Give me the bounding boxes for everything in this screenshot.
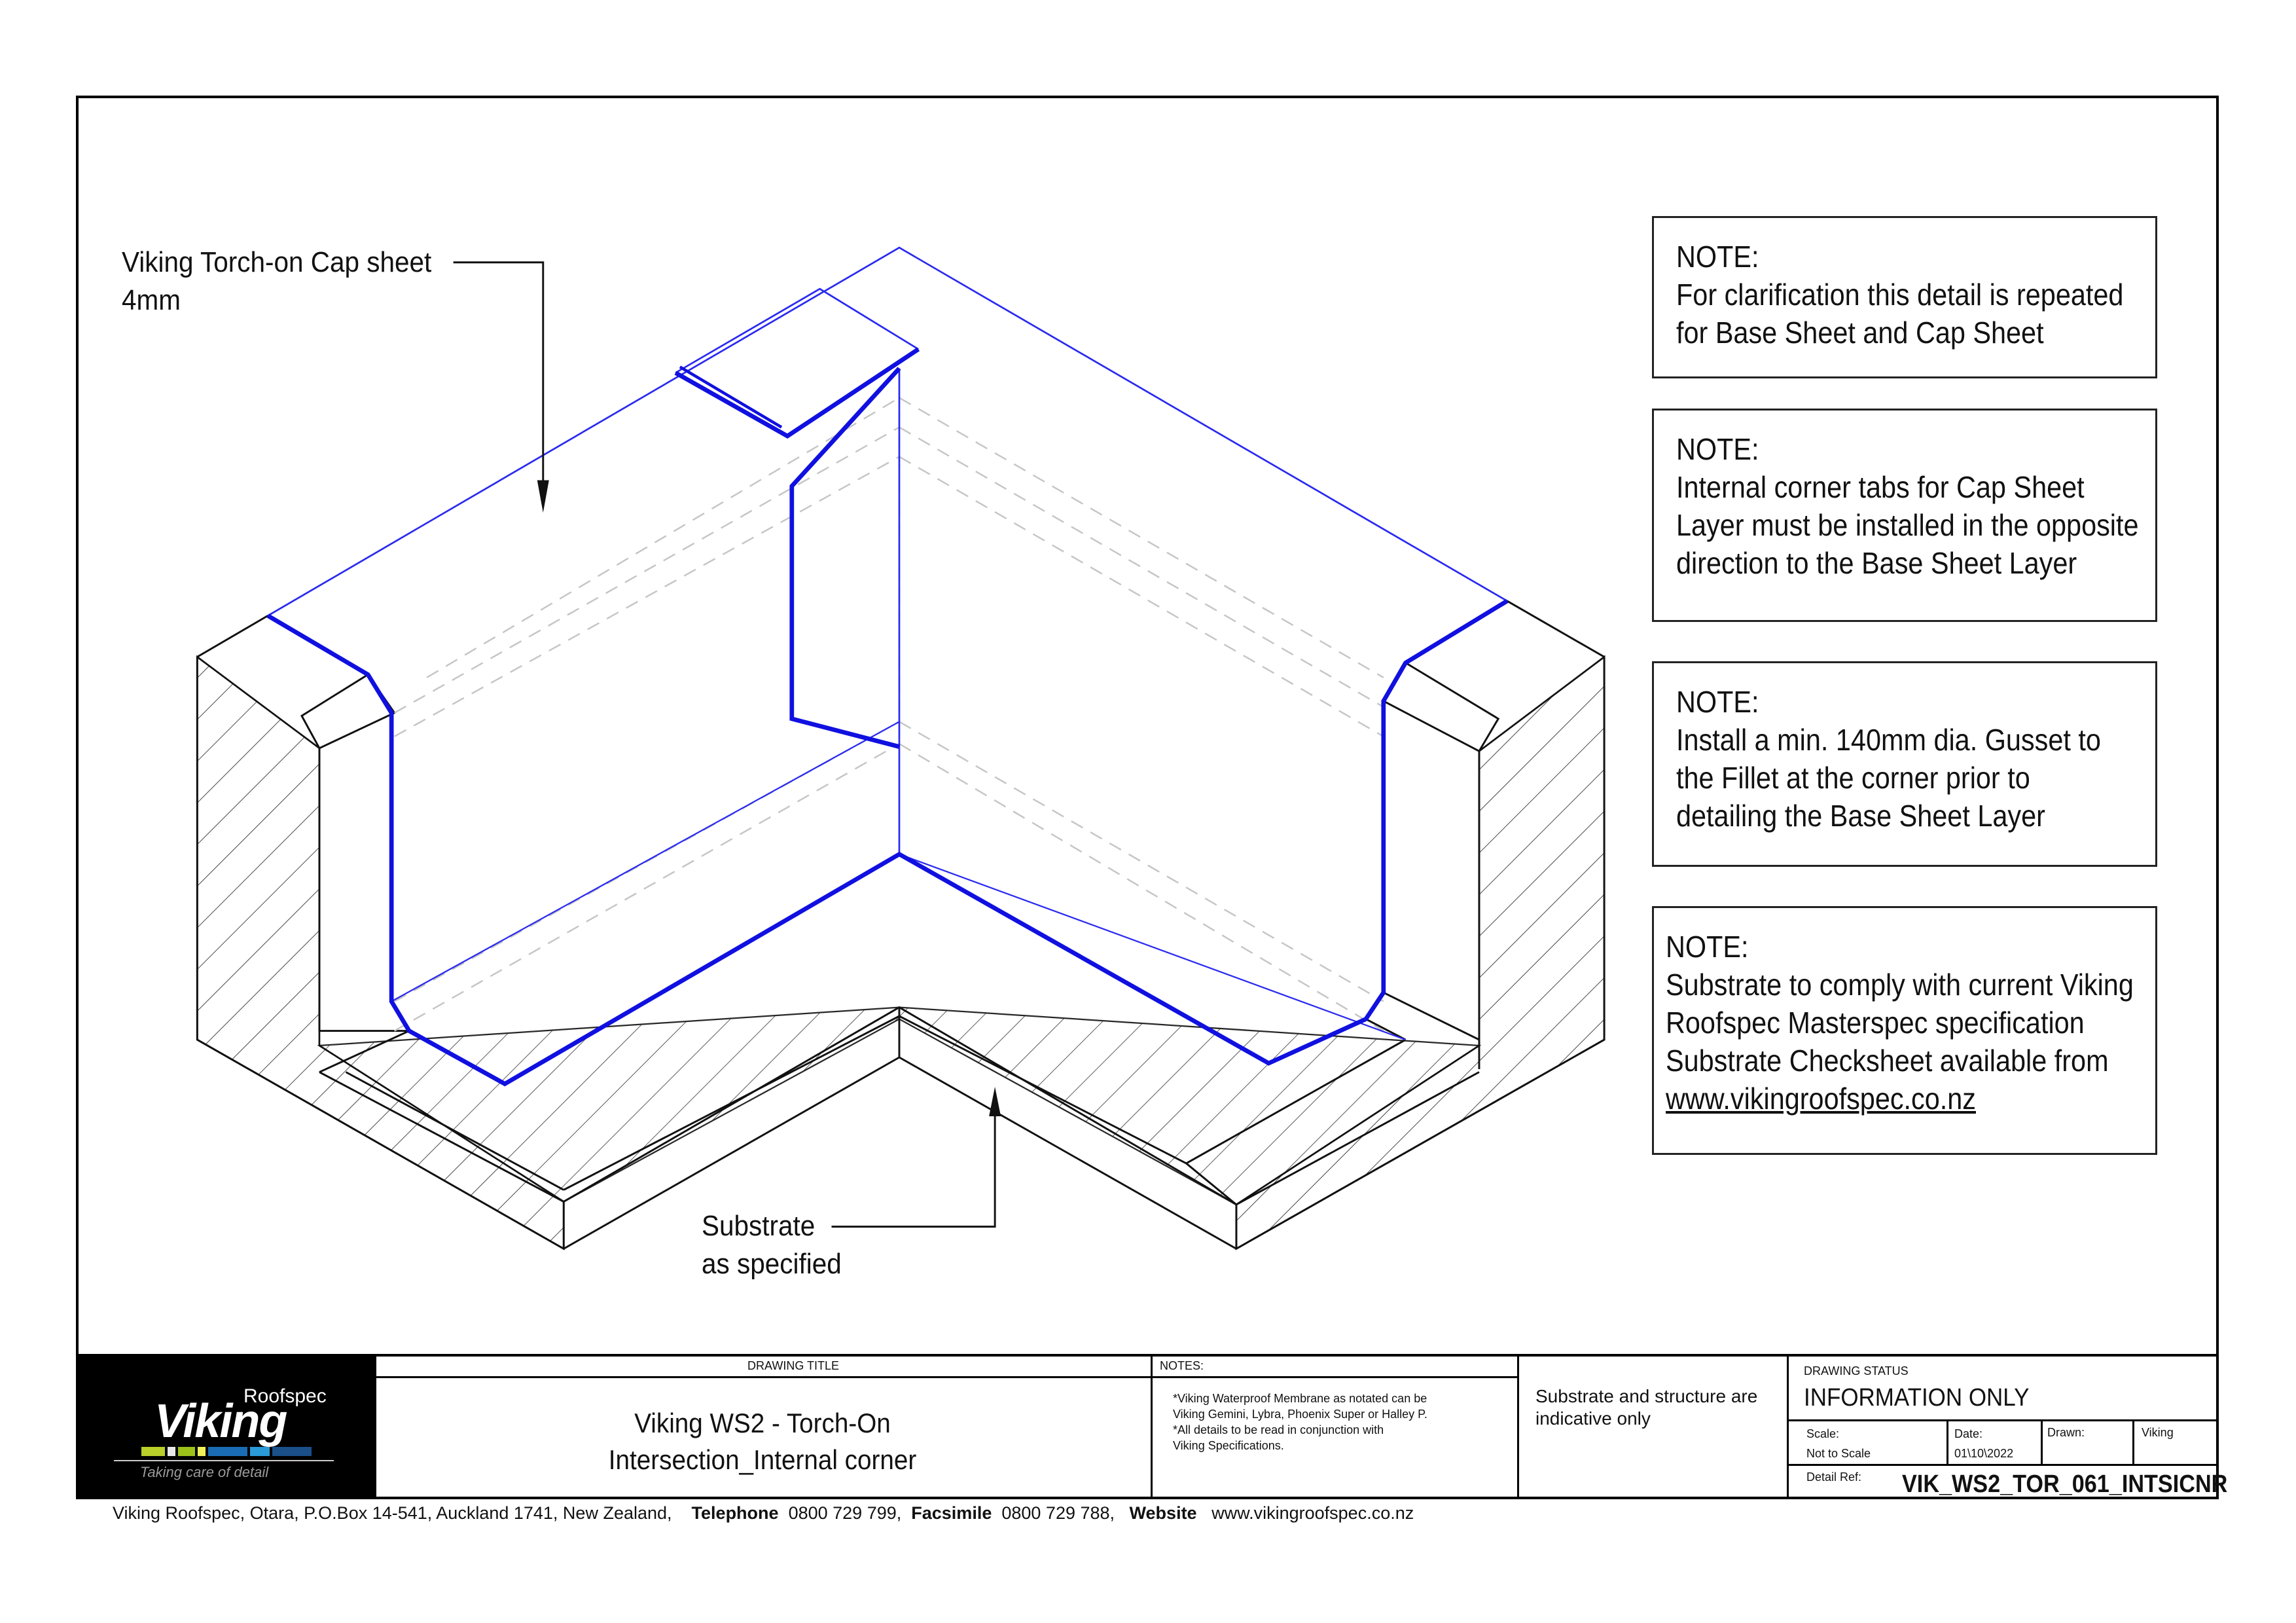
callout-cap-sheet-line2: 4mm: [122, 284, 181, 316]
scale-divider: [1787, 1464, 2219, 1466]
viking-logo: Roofspec Viking Taking care of detail: [76, 1354, 374, 1499]
notes-label: NOTES:: [1160, 1359, 1204, 1372]
footer-website-label: Website: [1129, 1503, 1197, 1523]
substrate-note-text: Substrate and structure are indicative o…: [1535, 1385, 1757, 1430]
note-line: for Base Sheet and Cap Sheet: [1676, 316, 2044, 350]
notes-cell: [1151, 1354, 1517, 1499]
drawn-cell: [2041, 1419, 2043, 1464]
drawing-title-label: DRAWING TITLE: [747, 1359, 840, 1372]
drawing-status-value: INFORMATION ONLY: [1804, 1384, 2030, 1412]
structure-outline: [196, 600, 1605, 1250]
note-line: Roofspec Masterspec specification: [1666, 1006, 2085, 1040]
drawn-label: Drawn:: [2047, 1426, 2085, 1439]
drawing-title-line1: Viking WS2 - Torch-On: [634, 1408, 891, 1438]
logo-underline: [114, 1460, 334, 1461]
note-box-corner-tabs: NOTE: Internal corner tabs for Cap Sheet…: [1652, 409, 2157, 622]
footer-website[interactable]: www.vikingroofspec.co.nz: [1211, 1503, 1414, 1523]
drawing-status-label: DRAWING STATUS: [1804, 1364, 1909, 1377]
footer-contact: Viking Roofspec, Otara, P.O.Box 14-541, …: [113, 1503, 1414, 1523]
drawing-status-cell: [1787, 1354, 2219, 1499]
notes-line: Viking Gemini, Lybra, Phoenix Super or H…: [1173, 1408, 1427, 1421]
logo-tagline: Taking care of detail: [140, 1464, 269, 1480]
notes-line: *All details to be read in conjunction w…: [1173, 1423, 1384, 1436]
detail-ref-value: VIK_WS2_TOR_061_INTSICNR: [1902, 1470, 2228, 1498]
note-line: detailing the Base Sheet Layer: [1676, 799, 2045, 833]
note-heading: NOTE:: [1676, 240, 1759, 274]
callout-substrate-label: Substrate as specified: [702, 1207, 842, 1283]
drawn-value-cell: [2132, 1419, 2134, 1464]
substrate-note-cell: [1517, 1354, 1787, 1499]
callout-leader-cap-sheet: [453, 261, 545, 494]
footer-telephone-label: Telephone: [691, 1503, 779, 1523]
note-line: Substrate Checksheet available from: [1666, 1044, 2109, 1078]
callout-arrowhead-substrate: [989, 1087, 1001, 1116]
website-link[interactable]: www.vikingroofspec.co.nz: [1666, 1082, 1977, 1116]
logo-viking-text: Viking: [154, 1395, 287, 1448]
note-heading: NOTE:: [1676, 685, 1759, 719]
scale-label: Scale:: [1806, 1427, 1840, 1440]
callout-leader-substrate: [831, 1101, 996, 1228]
callout-substrate-line1: Substrate: [702, 1210, 816, 1242]
date-value: 01\10\2022: [1954, 1447, 2014, 1460]
substrate-note-line: Substrate and structure are: [1535, 1386, 1758, 1406]
footer-facsimile: 0800 729 788,: [1001, 1503, 1115, 1523]
note-line: the Fillet at the corner prior to: [1676, 761, 2030, 795]
footer-facsimile-label: Facsimile: [911, 1503, 992, 1523]
detail-ref-label: Detail Ref:: [1806, 1470, 1862, 1484]
note-box-substrate: NOTE: Substrate to comply with current V…: [1652, 906, 2157, 1155]
callout-arrowhead-cap-sheet: [537, 480, 549, 513]
footer-address: Viking Roofspec, Otara, P.O.Box 14-541, …: [113, 1503, 672, 1523]
note-line: Install a min. 140mm dia. Gusset to: [1676, 723, 2101, 757]
notes-line: *Viking Waterproof Membrane as notated c…: [1173, 1392, 1427, 1405]
callout-cap-sheet-line1: Viking Torch-on Cap sheet: [122, 246, 432, 278]
drawing-frame: [76, 96, 2219, 1499]
note-box-gusset: NOTE: Install a min. 140mm dia. Gusset t…: [1652, 661, 2157, 867]
note-line: Internal corner tabs for Cap Sheet: [1676, 470, 2085, 504]
logo-roofspec-text: Roofspec: [243, 1385, 327, 1407]
title-block: [76, 1354, 2219, 1499]
substrate-note-line: indicative only: [1535, 1408, 1651, 1429]
note-box-clarification: NOTE: For clarification this detail is r…: [1652, 216, 2157, 378]
note-line: Layer must be installed in the opposite: [1676, 508, 2139, 542]
callout-substrate-line2: as specified: [702, 1248, 842, 1280]
status-divider: [1787, 1419, 2219, 1421]
note-heading: NOTE:: [1676, 432, 1759, 466]
callout-cap-sheet-label: Viking Torch-on Cap sheet 4mm: [122, 244, 431, 319]
note-line: For clarification this detail is repeate…: [1676, 278, 2124, 312]
date-cell: [1946, 1419, 1948, 1464]
logo-color-bars: [141, 1447, 390, 1456]
cap-sheet-membrane: [266, 246, 1509, 1087]
note-line: Substrate to comply with current Viking: [1666, 968, 2134, 1002]
note-line: direction to the Base Sheet Layer: [1676, 546, 2077, 580]
footer-telephone: 0800 729 799,: [788, 1503, 902, 1523]
notes-divider: [1151, 1376, 1517, 1378]
drawing-title-divider: [374, 1376, 1151, 1378]
drawn-value: Viking: [2142, 1426, 2174, 1439]
drawing-title-cell: [374, 1354, 1151, 1499]
note-heading: NOTE:: [1666, 930, 1749, 964]
drawing-title-line2: Intersection_Internal corner: [608, 1444, 917, 1475]
notes-line: Viking Specifications.: [1173, 1439, 1284, 1452]
scale-value: Not to Scale: [1806, 1447, 1871, 1460]
notes-text: *Viking Waterproof Membrane as notated c…: [1173, 1391, 1427, 1453]
date-label: Date:: [1954, 1427, 1983, 1440]
